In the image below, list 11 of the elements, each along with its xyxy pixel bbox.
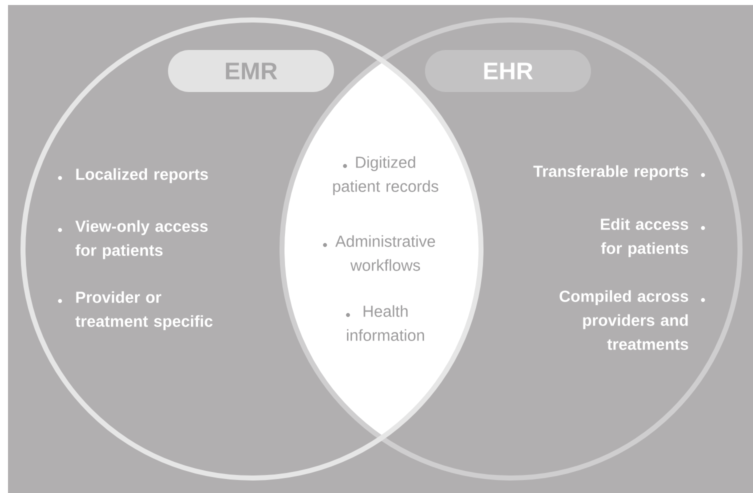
bullet-item: Health information <box>346 305 424 341</box>
heading-pill: EMR <box>168 50 334 92</box>
bullet-item: Edit access for patients <box>600 218 705 258</box>
bullet-item: Provider or treatment specific <box>58 291 213 330</box>
bullet-item: Administrative workflows <box>323 235 436 271</box>
heading-pill: EHR <box>425 50 591 92</box>
bullet-item: Transferable reports <box>533 165 705 180</box>
bullet-item: View-only access for patients <box>58 220 208 260</box>
bullet-item: Digitized patient records <box>333 156 438 196</box>
bullet-item: Compiled across providers and treatments <box>560 290 705 350</box>
bullet-item: Localized reports <box>58 168 208 184</box>
